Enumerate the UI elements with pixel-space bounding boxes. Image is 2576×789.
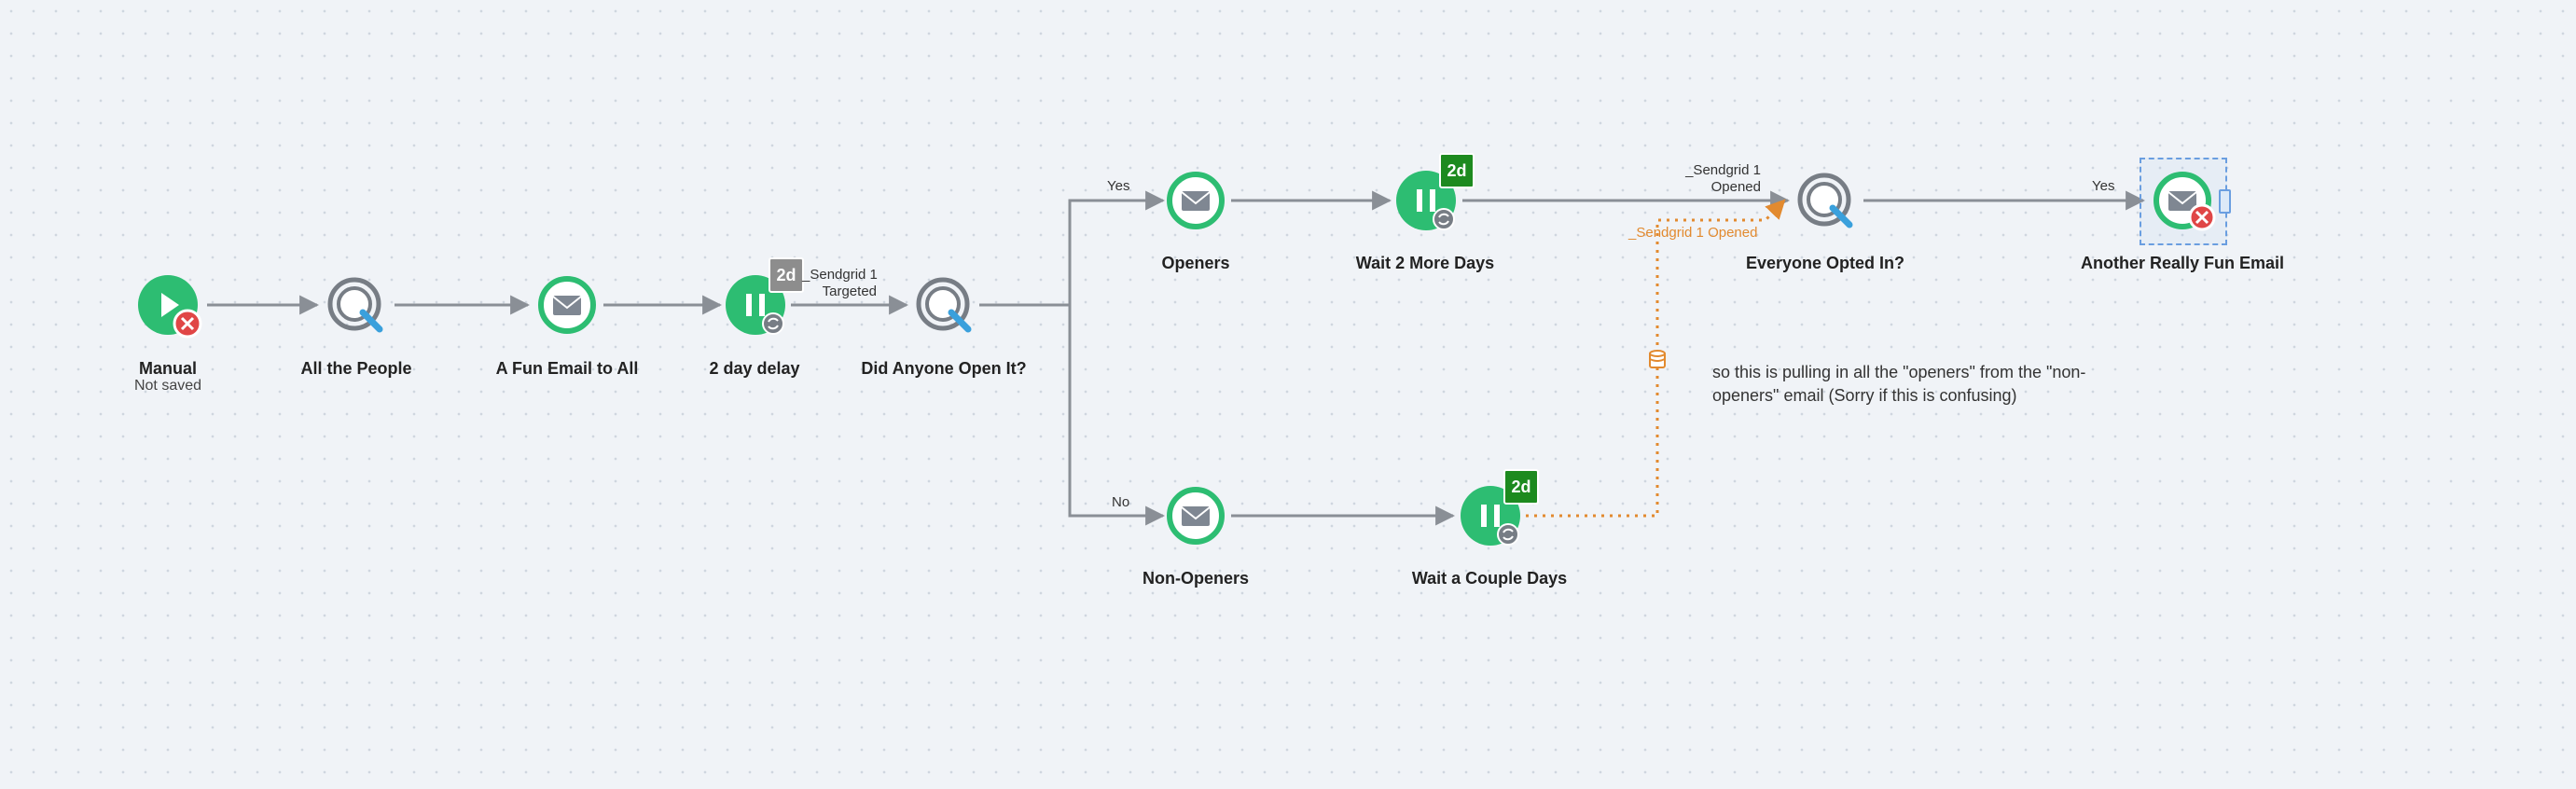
node-sublabel-manual: Not saved — [133, 378, 202, 394]
node-all-the-people[interactable] — [325, 275, 391, 340]
edge-label-targeted-line2: Targeted — [822, 284, 877, 299]
node-label-non-openers: Non-Openers — [1142, 569, 1249, 588]
node-another-email[interactable] — [2153, 171, 2216, 231]
node-did-anyone-open[interactable] — [914, 275, 979, 340]
node-label-fun-email: A Fun Email to All — [495, 359, 639, 378]
connector-split[interactable] — [979, 190, 1166, 307]
edge-label-opened: _Sendgrid 1 Opened — [1649, 162, 1761, 196]
canvas-note[interactable]: so this is pulling in all the "openers" … — [1712, 363, 2086, 405]
node-manual[interactable] — [138, 275, 202, 339]
edge-label-yes-right: Yes — [2092, 178, 2115, 194]
node-label-wait-couple: Wait a Couple Days — [1411, 569, 1568, 588]
edge-label-orange: _Sendgrid 1 Opened — [1628, 225, 1758, 241]
connector-split-no[interactable] — [1068, 305, 1166, 526]
edge-label-opened-line1: _Sendgrid 1 — [1685, 162, 1761, 178]
node-label-everyone-opted-in: Everyone Opted In? — [1745, 254, 1905, 272]
edge-label-no-bottom: No — [1112, 494, 1130, 510]
query-icon — [327, 277, 383, 333]
email-icon — [1167, 172, 1225, 229]
node-label-manual: Manual — [138, 359, 197, 378]
query-icon — [1797, 173, 1853, 228]
node-fun-email[interactable] — [537, 275, 597, 335]
edge-label-opened-line2: Opened — [1710, 179, 1761, 195]
node-label-wait-2-more: Wait 2 More Days — [1355, 254, 1495, 272]
edge-label-targeted-line1: _Sendgrid 1 — [802, 267, 878, 283]
email-icon — [1167, 487, 1225, 545]
edge-label-targeted: _Sendgrid 1 Targeted — [802, 267, 878, 300]
node-label-openers: Openers — [1161, 254, 1230, 272]
query-icon — [916, 277, 972, 333]
delay-badge: 2d — [769, 257, 804, 293]
play-icon — [138, 275, 202, 339]
node-openers[interactable] — [1166, 171, 1226, 230]
node-label-all-the-people: All the People — [300, 359, 412, 378]
edge-label-yes-top: Yes — [1107, 178, 1130, 194]
delay-badge: 2d — [1439, 153, 1475, 188]
delay-badge: 2d — [1503, 469, 1539, 505]
email-icon — [2154, 172, 2216, 231]
node-everyone-opted-in[interactable] — [1795, 171, 1861, 236]
node-non-openers[interactable] — [1166, 486, 1226, 546]
email-icon — [538, 276, 596, 334]
node-label-did-anyone-open: Did Anyone Open It? — [861, 359, 1027, 378]
database-icon[interactable] — [1649, 350, 1666, 368]
connect-handle[interactable] — [2219, 189, 2231, 214]
node-label-another-email: Another Really Fun Email — [2080, 254, 2285, 272]
node-label-2-day-delay: 2 day delay — [709, 359, 800, 378]
